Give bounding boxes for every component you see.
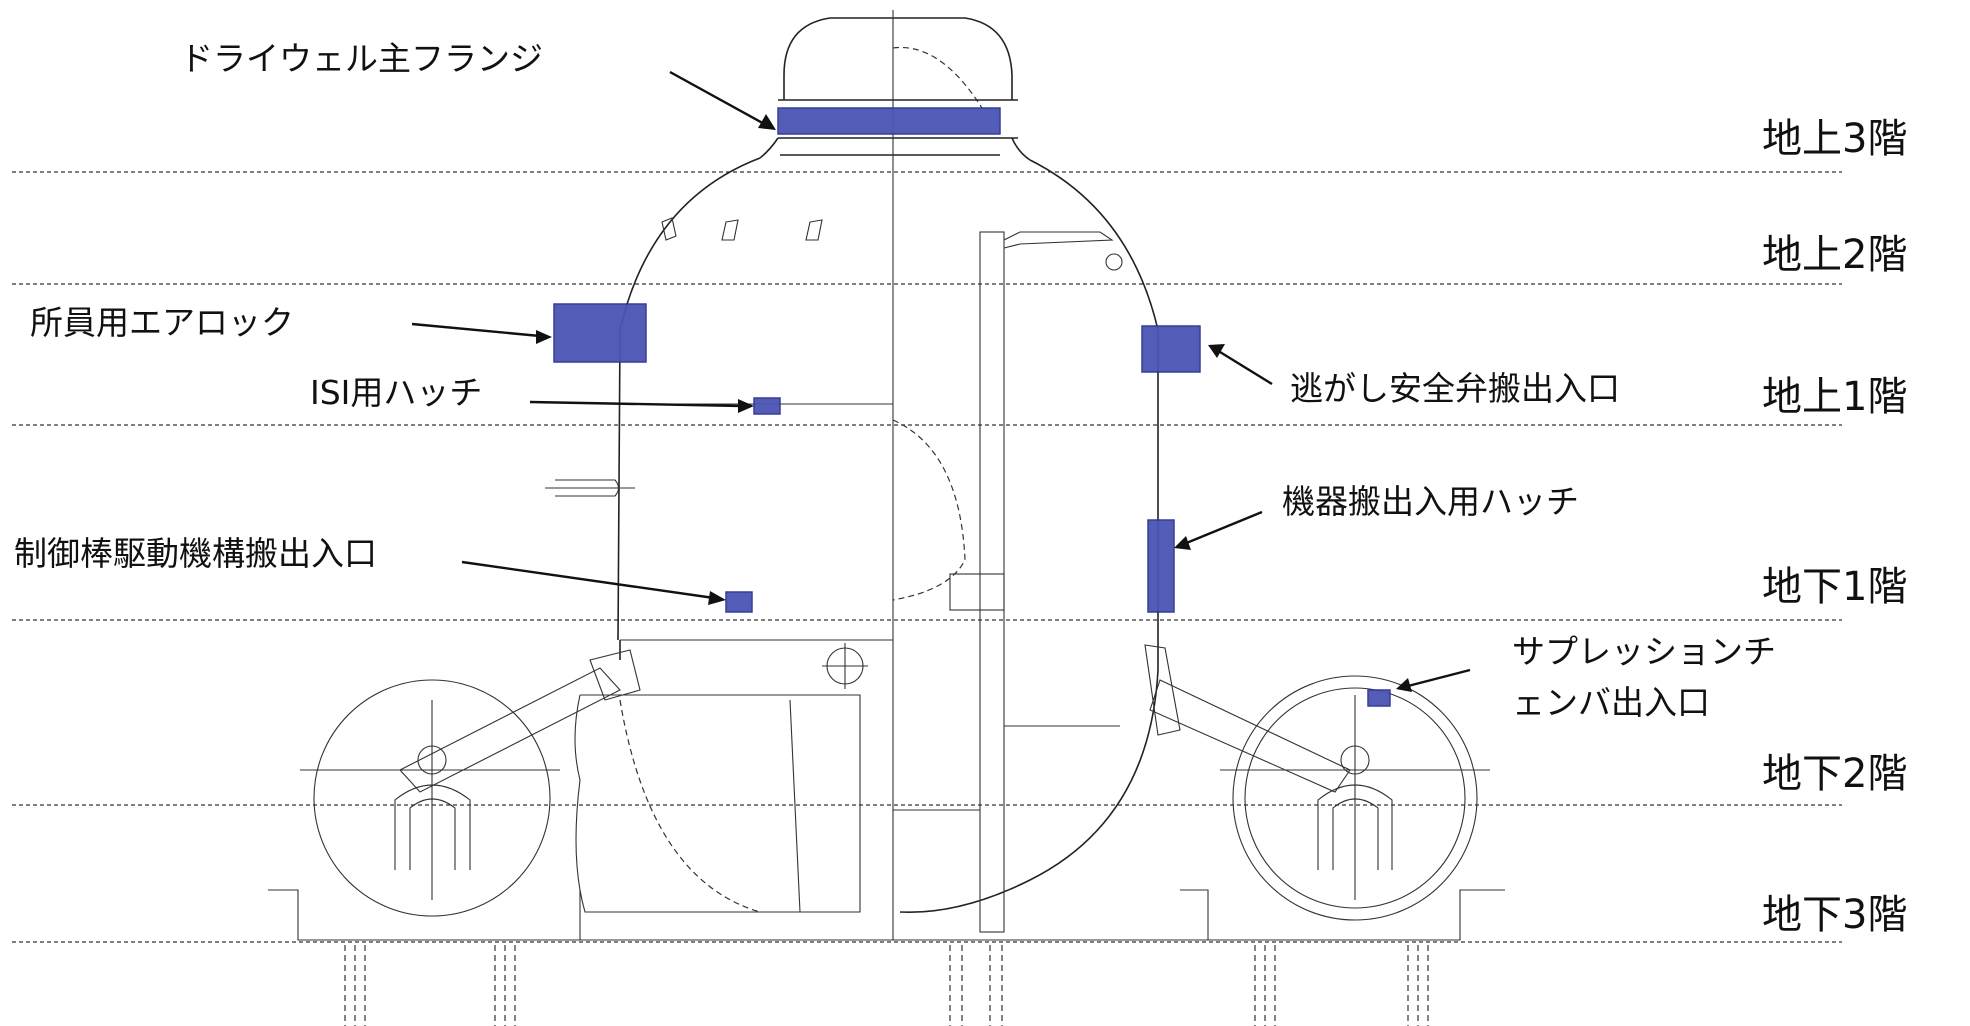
sphere-left	[617, 157, 761, 641]
top-head	[783, 17, 1013, 100]
pedestal	[574, 694, 861, 913]
callout-arrows	[411, 70, 1471, 692]
arrow-crd-port	[461, 560, 715, 600]
right-pipe	[1003, 231, 1114, 249]
left-torus	[313, 679, 551, 917]
window-3	[805, 219, 823, 241]
foundation-right	[1180, 889, 1505, 941]
drywell-flange-highlight[interactable]	[777, 107, 1001, 135]
arrowhead-drywell-flange	[758, 114, 776, 130]
right-column-box	[949, 573, 1005, 611]
label-drywell-flange: ドライウェル主フランジ	[180, 39, 543, 78]
crd-port-highlight[interactable]	[725, 591, 753, 613]
top-head-inner	[892, 46, 983, 109]
arrowhead-equipment-hatch	[1174, 536, 1191, 550]
isi-hatch-highlight[interactable]	[753, 397, 781, 415]
floor-labels: 地上3階 地上2階 地上1階 地下1階 地下2階 地下3階	[1762, 116, 1907, 938]
arrow-isi-hatch	[529, 400, 743, 408]
arrowhead-isi-hatch	[738, 399, 754, 413]
right-column	[979, 231, 1005, 933]
floor-label-b1: 地下1階	[1762, 564, 1907, 610]
neck-right	[1011, 137, 1031, 161]
neck-left	[759, 137, 779, 159]
label-suppression-chamber-2: ェンバ出入口	[1512, 683, 1710, 722]
srv-port-highlight[interactable]	[1141, 325, 1201, 373]
right-torus	[1232, 675, 1478, 921]
arrow-personnel-airlock	[411, 322, 541, 338]
suppression-chamber-highlight[interactable]	[1367, 689, 1391, 707]
label-srv-port: 逃がし安全弁搬出入口	[1290, 369, 1620, 408]
arrowhead-suppression-chamber	[1396, 678, 1412, 692]
foundation-left	[268, 889, 581, 941]
pedestal-arc	[619, 699, 761, 913]
arrow-srv-port	[1219, 350, 1273, 386]
pedestal-line	[789, 699, 801, 913]
sphere-right	[899, 159, 1159, 914]
personnel-airlock-highlight[interactable]	[553, 303, 647, 363]
floor-lines	[12, 171, 1842, 943]
callout-labels: ドライウェル主フランジ 所員用エアロック ISI用ハッチ 制御棒駆動機構搬出入口…	[14, 39, 1776, 722]
arrowhead-personnel-airlock	[536, 330, 552, 344]
arrowhead-crd-port	[708, 591, 726, 605]
inner-arc	[892, 419, 966, 601]
arrow-drywell-flange	[669, 70, 769, 128]
label-isi-hatch: ISI用ハッチ	[310, 373, 482, 412]
window-1	[661, 217, 677, 241]
label-crd-port: 制御棒駆動機構搬出入口	[14, 534, 377, 573]
right-torus-hub	[1340, 745, 1370, 775]
arrowhead-srv-port	[1208, 344, 1225, 358]
access-highlights	[553, 107, 1391, 707]
arrow-equipment-hatch	[1183, 510, 1263, 546]
window-2	[721, 219, 739, 241]
label-suppression-chamber-1: サプレッションチ	[1512, 632, 1776, 671]
piles	[344, 945, 1429, 1026]
equipment-hatch-highlight[interactable]	[1147, 519, 1175, 613]
floor-label-b2: 地下2階	[1762, 751, 1907, 797]
label-personnel-airlock: 所員用エアロック	[30, 303, 294, 342]
floor-label-f1: 地上1階	[1762, 374, 1907, 420]
label-equipment-hatch: 機器搬出入用ハッチ	[1282, 482, 1579, 521]
floor-label-b3: 地下3階	[1762, 892, 1907, 938]
floor-label-f2: 地上2階	[1762, 232, 1907, 278]
left-vent-joint	[589, 649, 641, 701]
left-vent	[399, 667, 621, 793]
floor-label-f3: 地上3階	[1762, 116, 1907, 162]
arrow-suppression-chamber	[1407, 668, 1471, 688]
right-vent-joint	[1144, 644, 1181, 736]
right-pipe-valve	[1105, 253, 1123, 271]
right-torus-inner	[1244, 687, 1466, 909]
left-torus-hub	[417, 745, 447, 775]
